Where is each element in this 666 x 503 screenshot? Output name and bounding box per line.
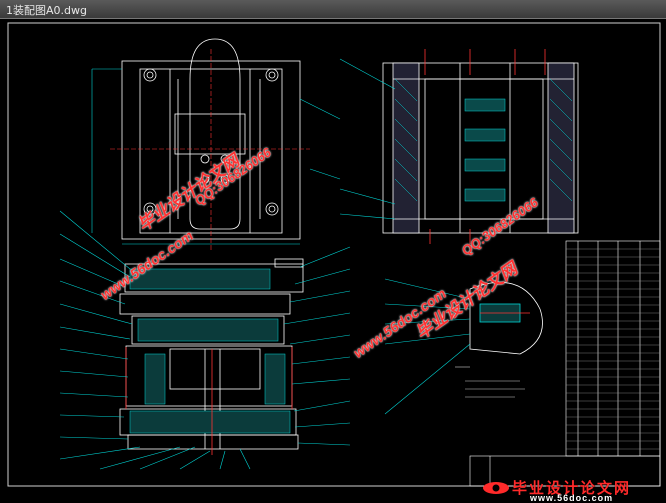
detail-view-leaders: [384, 278, 471, 415]
plan-view-center-lines: [110, 49, 310, 251]
logo-url: www.56doc.com: [530, 493, 614, 503]
assembly-bottom-leaders: [99, 446, 251, 470]
drawing-canvas[interactable]: 毕业设计论文网 QQ:306826066 www.56doc.com www.5…: [0, 19, 666, 503]
assembly-leaders-left: [59, 210, 141, 460]
assembly-leaders-right: [283, 246, 351, 446]
assembly-hatch: [129, 268, 291, 434]
window-title: 1装配图A0.dwg: [6, 4, 87, 17]
technical-notes: [455, 366, 525, 398]
parts-list-rows: [566, 248, 660, 450]
section-view-red-pins: [424, 49, 546, 244]
section-view-top-right: [382, 62, 579, 234]
window-title-bar: 1装配图A0.dwg: [0, 0, 666, 19]
cad-drawing: [7, 22, 661, 487]
title-block: [469, 455, 661, 487]
plan-view-dims: [91, 68, 341, 245]
section-view-leaders: [339, 58, 396, 220]
section-view-hatch: [394, 78, 573, 202]
assembly-red-parts: [125, 347, 293, 455]
detail-view: [469, 282, 543, 355]
site-logo: 毕业设计论文网 www.56doc.com: [470, 475, 660, 503]
parts-list-table: [565, 240, 661, 457]
logo-eye-icon: [483, 482, 509, 494]
